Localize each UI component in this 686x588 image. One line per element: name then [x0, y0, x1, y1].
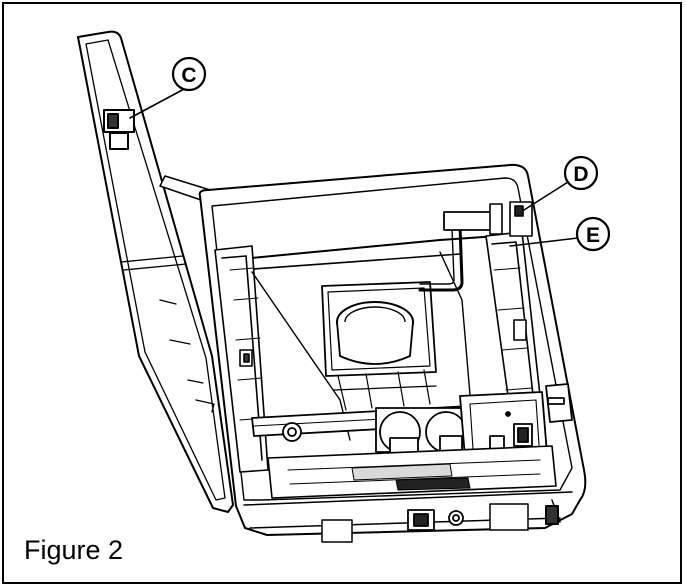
callout-d-label: D [573, 163, 588, 186]
callout-d: D [563, 155, 599, 191]
center-mount [321, 211, 497, 411]
right-bracket [489, 201, 533, 237]
front-assembly [251, 383, 573, 531]
callout-c-label: C [181, 64, 196, 87]
leader-d [523, 181, 569, 211]
callout-e: E [575, 216, 611, 252]
figure-caption: Figure 2 [24, 535, 124, 565]
callout-c: C [171, 56, 207, 92]
leader-e [509, 237, 579, 247]
callout-e-label: E [586, 224, 600, 247]
leader-c [129, 87, 187, 119]
leader-lines [129, 87, 579, 247]
